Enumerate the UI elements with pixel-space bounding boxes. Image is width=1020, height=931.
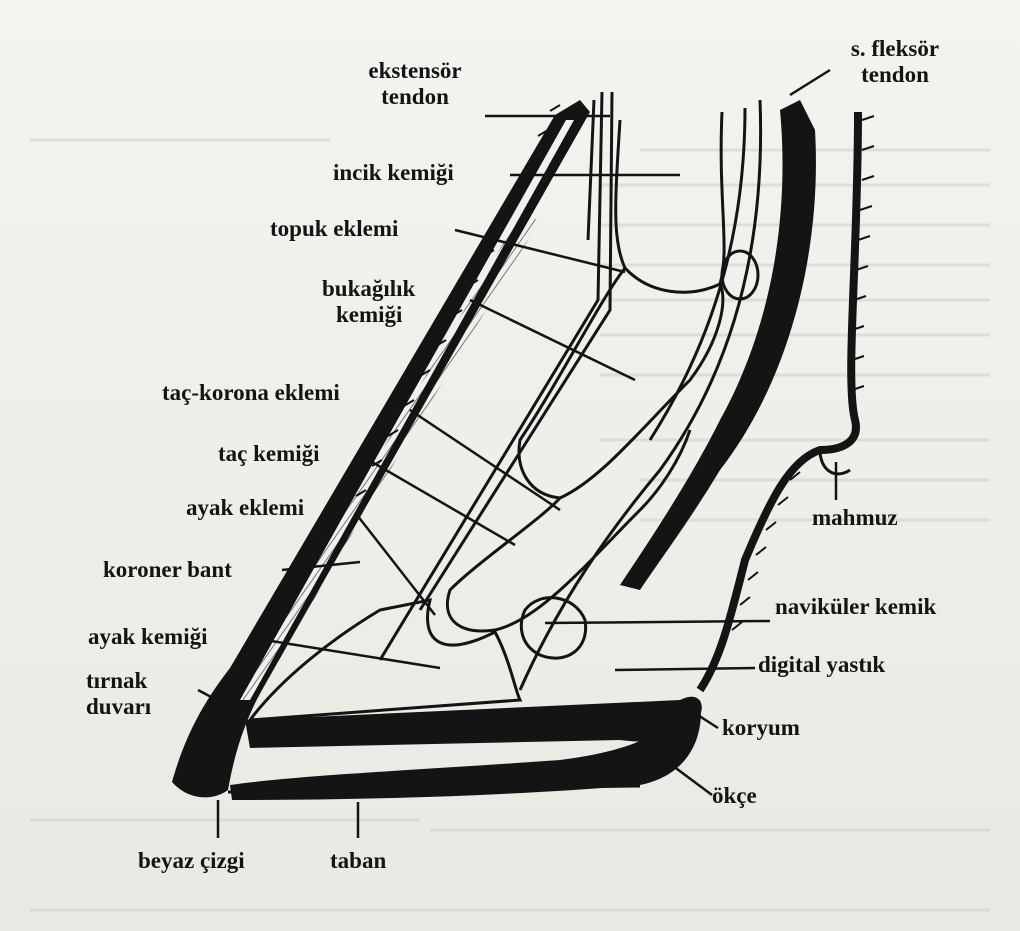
label-bukagilik-line2: kemiği — [322, 302, 415, 328]
label-taban: taban — [330, 848, 386, 874]
label-tirnak-duvari: tırnak duvarı — [86, 668, 151, 720]
label-ekstensor-line2: tendon — [360, 84, 470, 110]
label-incik-kemigi: incik kemiği — [333, 160, 454, 186]
label-koryum: koryum — [722, 715, 800, 741]
pastern-bone-outline — [519, 268, 723, 498]
label-beyaz-cizgi: beyaz çizgi — [138, 848, 245, 874]
label-navikuler-kemik: naviküler kemik — [775, 594, 936, 620]
label-ekstensor-line1: ekstensör — [360, 58, 470, 84]
label-tirnak-line2: duvarı — [86, 694, 151, 720]
label-bukagilik-kemigi: bukağılık kemiği — [322, 276, 415, 328]
flexor-tendon-band — [620, 100, 816, 590]
label-digital-yastik: digital yastık — [758, 652, 885, 678]
label-s-fleksor-tendon: s. fleksör tendon — [835, 36, 955, 88]
label-tac-kemigi: taç kemiği — [218, 441, 320, 467]
label-okce: ökçe — [712, 783, 757, 809]
label-ekstensor-tendon: ekstensör tendon — [360, 58, 470, 110]
label-fleksor-line1: s. fleksör — [835, 36, 955, 62]
label-bukagilik-line1: bukağılık — [322, 276, 415, 302]
label-topuk-eklemi: topuk eklemi — [270, 216, 398, 242]
label-fleksor-line2: tendon — [835, 62, 955, 88]
label-mahmuz: mahmuz — [812, 505, 898, 531]
label-tac-korona-eklemi: taç-korona eklemi — [162, 380, 340, 406]
label-ayak-kemigi: ayak kemiği — [88, 624, 207, 650]
label-koroner-bant: koroner bant — [103, 557, 232, 583]
label-tirnak-line1: tırnak — [86, 668, 151, 694]
navicular-bone — [521, 598, 585, 658]
label-ayak-eklemi: ayak eklemi — [186, 495, 304, 521]
